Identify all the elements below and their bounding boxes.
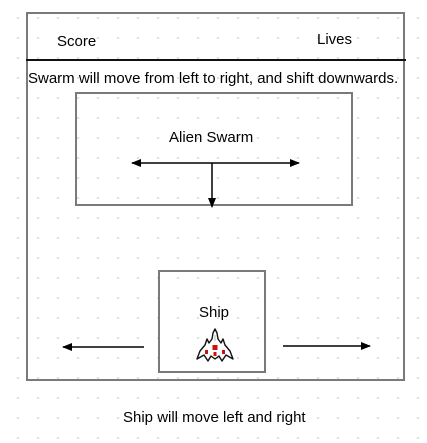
player-ship-icon xyxy=(196,328,234,362)
alien-swarm-label: Alien Swarm xyxy=(169,129,254,146)
ship-box xyxy=(158,270,266,373)
lives-label: Lives xyxy=(317,31,353,48)
ship-movement-note: Ship will move left and right xyxy=(123,409,306,426)
score-label: Score xyxy=(57,33,97,50)
ship-label: Ship xyxy=(199,304,230,321)
header-divider xyxy=(26,59,406,61)
game-screen-frame xyxy=(26,12,405,381)
swarm-movement-note: Swarm will move from left to right, and … xyxy=(28,70,399,87)
